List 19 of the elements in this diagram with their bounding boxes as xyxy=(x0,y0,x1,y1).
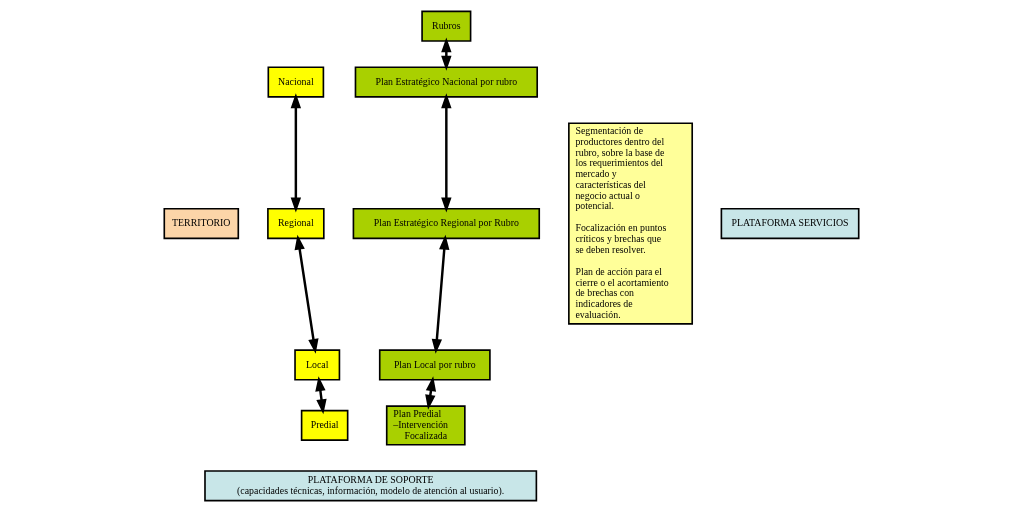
node-box: PLATAFORMA DE SOPORTE (capacidades técnicas, información, modelo de atención al usuario). xyxy=(204,470,538,502)
arrow xyxy=(441,93,452,213)
node-box: Regional xyxy=(267,207,325,240)
node-box: Plan Estratégico Regional por Rubro xyxy=(352,207,541,240)
node-box: Predial xyxy=(300,409,349,441)
arrow xyxy=(290,93,302,213)
node-box: Plan Local por rubro xyxy=(378,349,491,381)
node-box: Plan Predial –Intervención Focalizada xyxy=(385,405,466,446)
node-box: PLATAFORMA SERVICIOS xyxy=(720,207,860,240)
node-box: TERRITORIO xyxy=(163,207,240,240)
node-box: Local xyxy=(294,349,341,381)
node-box: Nacional xyxy=(267,66,325,98)
node-box: Rubros xyxy=(421,10,472,42)
arrow xyxy=(431,234,450,354)
node-box: Segmentación de productores dentro del rubro, sobre la base de los requerimientos del mercado y características del negocio actual o potencial. Focalización en puntos críticos y brechas que se deben resolver. Plan de acción para el cierre o el acortamiento de brechas con indicadores de evaluación. xyxy=(568,122,694,325)
arrow xyxy=(315,376,327,415)
arrow xyxy=(441,37,452,71)
arrow xyxy=(294,234,319,354)
node-box: Plan Estratégico Nacional por rubro xyxy=(354,66,539,98)
